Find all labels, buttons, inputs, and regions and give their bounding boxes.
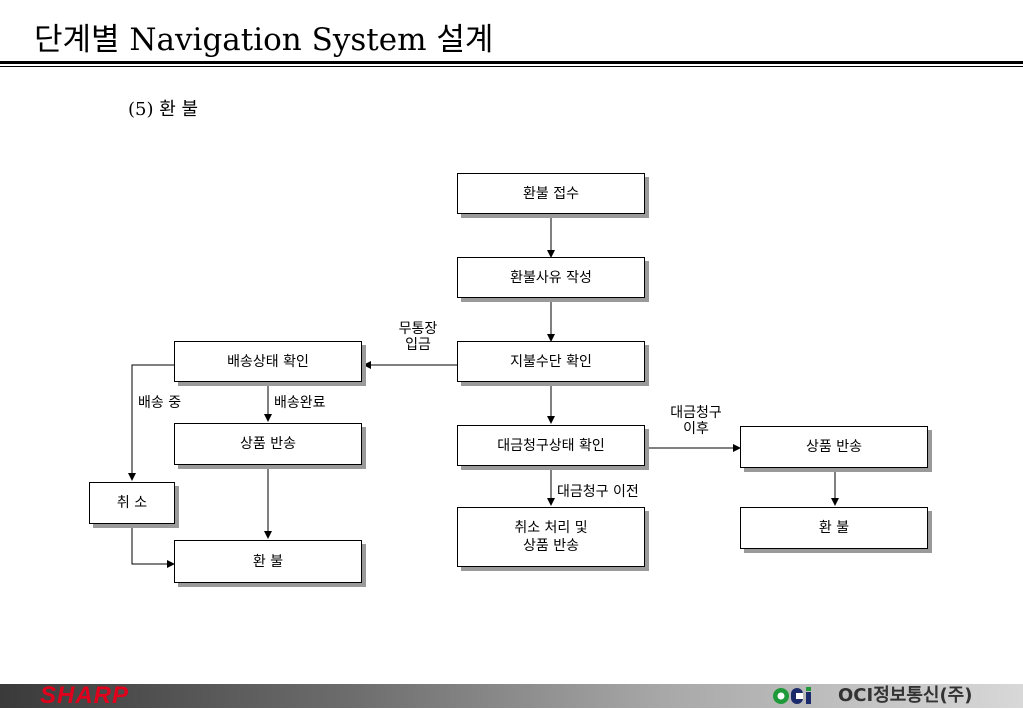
label-in-delivery: 배송 중 (138, 395, 182, 411)
arrow-delivery-to-cancel (128, 364, 174, 481)
section-subtitle: (5) 환 불 (128, 99, 199, 120)
node-return-left: 상품 반송 (174, 423, 362, 465)
oci-logo-icon (773, 687, 811, 704)
node-billing-status: 대금청구상태 확인 (457, 425, 645, 466)
node-refund-receipt: 환불 접수 (457, 173, 645, 214)
oci-company-name: OCI정보통신(주) (838, 685, 973, 706)
page-title: 단계별 Navigation System 설계 (34, 22, 494, 58)
footer-bar (0, 684, 1023, 708)
node-payment-check: 지불수단 확인 (457, 341, 645, 382)
title-rule-thin (0, 66, 1023, 67)
node-refund-left: 환 불 (174, 540, 362, 583)
label-after-billing: 대금청구 이후 (670, 405, 722, 437)
sharp-logo: SHARP (40, 682, 130, 709)
node-cancel: 취 소 (89, 482, 175, 524)
node-cancel-and-return: 취소 처리 및 상품 반송 (457, 507, 645, 567)
node-refund-right: 환 불 (740, 507, 928, 549)
node-return-right: 상품 반송 (740, 426, 928, 468)
arrow-cancel-to-refund (131, 524, 175, 568)
label-before-billing: 대금청구 이전 (557, 484, 639, 500)
label-delivered: 배송완료 (274, 395, 326, 411)
title-rule (0, 61, 1023, 64)
node-refund-reason: 환불사유 작성 (457, 257, 645, 298)
label-bank-deposit: 무통장 입금 (398, 321, 438, 353)
node-delivery-status: 배송상태 확인 (174, 341, 362, 382)
